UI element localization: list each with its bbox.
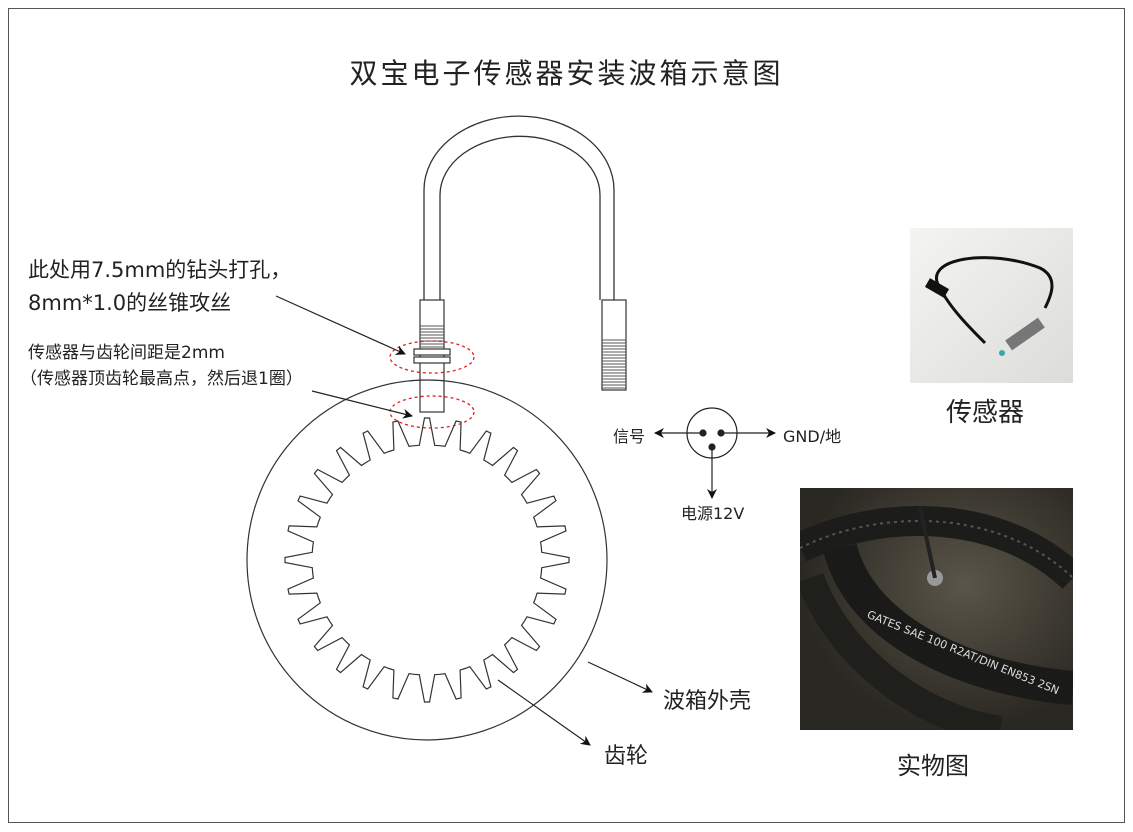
cable-connector [601, 299, 627, 391]
sensor-body [413, 299, 451, 413]
page-title: 双宝电子传感器安装波箱示意图 [349, 57, 784, 90]
gear-label: 齿轮 [604, 744, 649, 769]
pin-power-label: 电源12V [681, 504, 745, 523]
frame-border [8, 8, 1125, 823]
gear-arrow [497, 679, 591, 746]
gearbox-housing [246, 379, 608, 741]
pin-signal-label: 信号 [613, 427, 646, 446]
drill-note-line2: 8mm*1.0的丝锥攻丝 [28, 291, 232, 315]
installation-photo-caption: 实物图 [897, 752, 969, 780]
gear [284, 417, 570, 703]
installation-photo: GATES SAE 100 R2AT/DIN EN853 2SN [800, 488, 1073, 730]
gap-arrow [311, 390, 413, 419]
gap-marker [389, 395, 475, 429]
connector-pinout [654, 407, 776, 499]
sensor-photo-caption: 传感器 [946, 398, 1025, 428]
drill-note-line1: 此处用7.5mm的钻头打孔， [28, 258, 292, 282]
housing-label: 波箱外壳 [663, 689, 752, 714]
housing-arrow [587, 661, 653, 693]
gap-note-line2: （传感器顶齿轮最高点，然后退1圈） [20, 369, 303, 389]
sensor-photo [910, 228, 1073, 383]
sensor-cable [423, 115, 615, 300]
drill-hole-marker [389, 340, 475, 374]
drill-arrow [275, 295, 406, 355]
pin-ground-label: GND/地 [783, 427, 842, 446]
gap-note-line1: 传感器与齿轮间距是2mm [28, 343, 225, 363]
